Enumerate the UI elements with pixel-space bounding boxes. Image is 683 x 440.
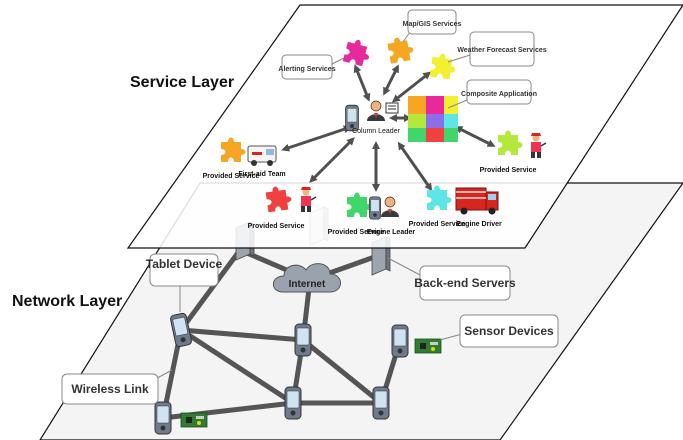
sensor-board-icon xyxy=(180,412,208,428)
mobile-device-icon xyxy=(372,386,390,420)
column-leader-pda-icon xyxy=(345,104,359,132)
alerting-services-callout: Alerting Services xyxy=(278,54,345,80)
weather-services-callout: Weather Forecast Services xyxy=(447,31,547,67)
engine-leader-pda-icon xyxy=(369,196,381,220)
svg-text:Tablet Device: Tablet Device xyxy=(146,257,223,271)
provided-service-label-4: Provided Service xyxy=(409,221,466,228)
provided-service-label-2: Provided Service xyxy=(248,223,305,230)
provided-service-label-3: Provided Service xyxy=(328,229,385,236)
fire-engine-icon xyxy=(455,187,499,215)
network-layer-title: Network Layer xyxy=(12,293,122,310)
sensor-devices-callout: Sensor Devices xyxy=(439,314,559,348)
backend-label: Back-end Servers xyxy=(414,276,516,290)
ambulance-icon xyxy=(247,145,277,166)
document-icon xyxy=(385,102,399,114)
service-layer-title: Service Layer xyxy=(130,74,234,91)
service-arrows xyxy=(281,64,496,192)
composite-label: Composite Application xyxy=(461,91,537,98)
tablet-device-callout: Tablet Device xyxy=(146,253,223,312)
sensor-label: Sensor Devices xyxy=(464,324,554,338)
composite-application-icon xyxy=(408,96,458,142)
mobile-device-icon xyxy=(154,401,172,435)
mobile-device-icon xyxy=(391,324,409,358)
wireless-label: Wireless Link xyxy=(71,382,149,396)
engine-driver-label: Engine Driver xyxy=(456,221,502,228)
provided-service-label-5: Provided Service xyxy=(480,167,537,174)
column-leader-label: Column Leader xyxy=(352,128,401,135)
svg-text:Column Leader: Column Leader xyxy=(352,128,401,135)
mobile-device-icon xyxy=(284,386,302,420)
mapgis-label: Map/GIS Services xyxy=(403,21,462,28)
first-aid-label: First-aid Team xyxy=(238,171,285,178)
sensor-board-icon xyxy=(414,338,442,354)
weather-label: Weather Forecast Services xyxy=(457,47,546,54)
wireless-link-callout: Wireless Link xyxy=(61,369,173,405)
composite-application-callout: Composite Application xyxy=(447,79,537,109)
mobile-device-icon xyxy=(294,323,312,357)
provided-service-label-1: Provided Service xyxy=(203,173,260,180)
service-layer-plane xyxy=(126,4,683,249)
internet-label: Internet xyxy=(289,279,326,290)
tablet-line1: Tablet Device xyxy=(146,257,223,271)
alerting-label: Alerting Services xyxy=(278,66,335,73)
mapgis-services-callout: Map/GIS Services xyxy=(402,9,462,43)
engine-leader-label: Engine Leader xyxy=(367,229,416,236)
backend-servers-callout: Back-end Servers xyxy=(387,257,516,301)
internet-cloud: Internet xyxy=(272,263,341,293)
